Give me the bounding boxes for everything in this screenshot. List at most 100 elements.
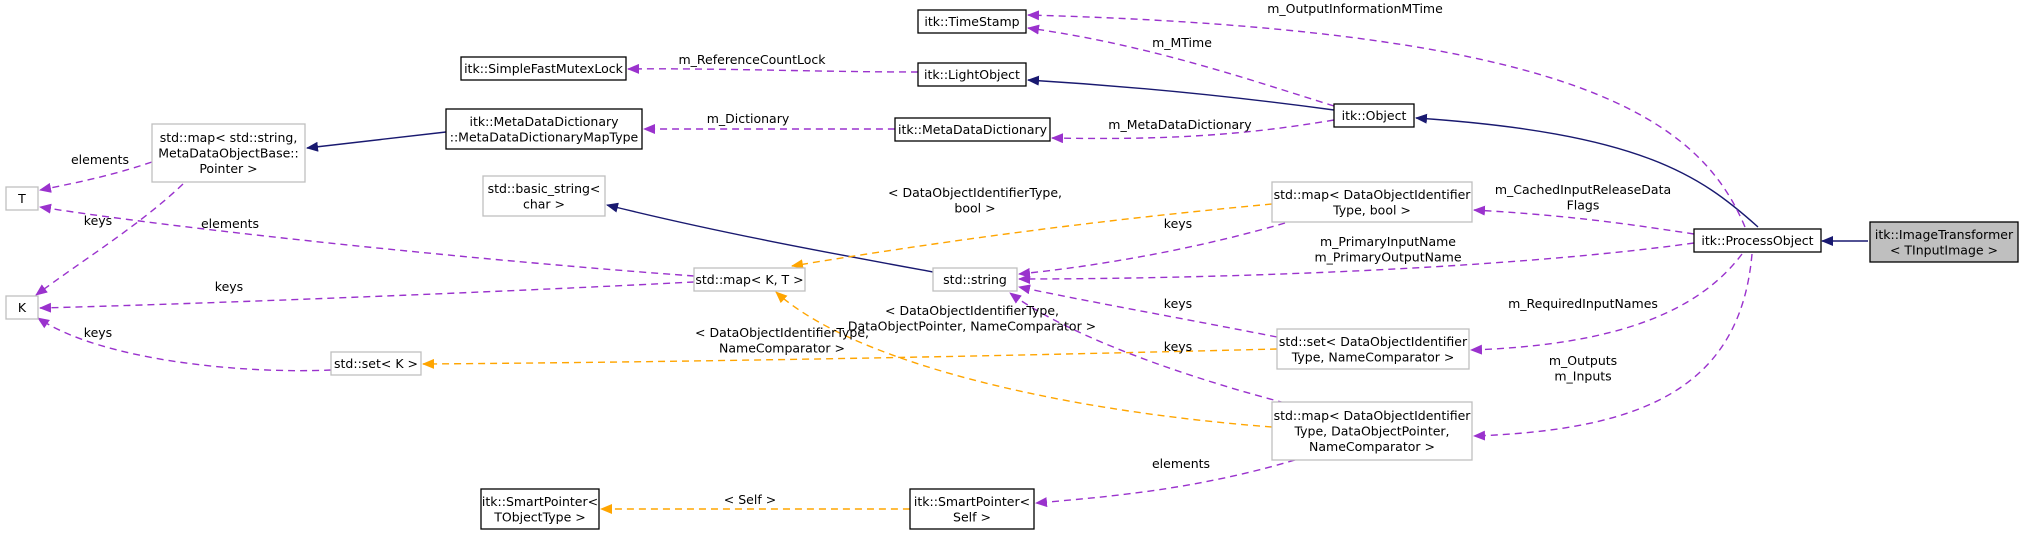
edge-label-line: m_Inputs <box>1554 369 1611 384</box>
edge-label-line: bool > <box>954 201 995 216</box>
edge-label-m-dictionary: m_Dictionary <box>707 111 790 126</box>
edge-metadata-dictionary-map-type-inheritance <box>306 131 447 152</box>
node-label-line: < TInputImage > <box>1890 242 1998 257</box>
node-std-string[interactable]: std::string <box>932 267 1018 292</box>
node-set-doid-namecomp[interactable]: std::set< DataObjectIdentifierType, Name… <box>1276 328 1470 370</box>
edge-line <box>1027 10 1746 228</box>
edge-label-elements-map-t: elements <box>71 152 129 167</box>
node-box <box>693 267 806 292</box>
edge-line <box>1470 253 1743 355</box>
edge-label-line: Flags <box>1567 198 1600 213</box>
edge-label-line: keys <box>84 213 112 228</box>
edge-m-mtime <box>1027 24 1335 107</box>
edge-label-line: m_RequiredInputNames <box>1508 296 1658 311</box>
edge-line <box>1027 24 1335 107</box>
node-metadata-dictionary[interactable]: itk::MetaDataDictionary <box>894 117 1051 142</box>
node-box <box>5 186 39 211</box>
node-label-line: itk::LightObject <box>924 67 1020 82</box>
edge-tpl-doid-dop-namecomp <box>775 291 1273 428</box>
edge-label-line: < DataObjectIdentifierType, <box>695 325 869 340</box>
node-label-line: Type, NameComparator > <box>1291 349 1455 364</box>
edge-line <box>422 348 1278 369</box>
edge-label-keys-map-k: keys <box>84 213 112 228</box>
edge-line <box>1035 459 1296 508</box>
edge-line <box>39 161 153 193</box>
edge-label-keys-mapdop-string: keys <box>1164 339 1192 354</box>
node-map-doid-dop[interactable]: std::map< DataObjectIdentifierType, Data… <box>1271 401 1473 461</box>
edge-m-reference-count-lock <box>627 63 919 74</box>
edge-label-m-metadata-dictionary: m_MetaDataDictionary <box>1108 117 1252 132</box>
node-set-K[interactable]: std::set< K > <box>330 351 422 376</box>
node-label-line: MetaDataObjectBase:: <box>158 146 298 161</box>
node-time-stamp[interactable]: itk::TimeStamp <box>917 9 1027 34</box>
node-light-object[interactable]: itk::LightObject <box>917 62 1027 87</box>
node-box <box>1693 228 1822 253</box>
edge-process-object-inheritance <box>1415 113 1759 228</box>
edge-label-line: DataObjectPointer, NameComparator > <box>848 319 1096 334</box>
edge-label-tpl-doid-dop-namecomp: < DataObjectIdentifierType,DataObjectPoi… <box>848 303 1096 334</box>
edge-line <box>1009 292 1286 404</box>
edge-line <box>1415 113 1759 228</box>
node-label-line: std::set< K > <box>334 356 418 371</box>
edge-line <box>1018 242 1695 284</box>
node-box <box>480 488 600 530</box>
edge-line <box>791 203 1273 270</box>
node-T[interactable]: T <box>5 186 39 211</box>
node-label-line: itk::MetaDataDictionary <box>898 122 1048 137</box>
node-label-line: itk::MetaDataDictionary <box>469 114 619 129</box>
node-label-line: itk::SimpleFastMutexLock <box>464 61 624 76</box>
node-map-string-metadata[interactable]: std::map< std::string,MetaDataObjectBase… <box>151 123 306 183</box>
edge-line <box>39 281 695 313</box>
node-label-line: itk::Object <box>1342 108 1407 123</box>
node-image-transformer[interactable]: itk::ImageTransformer< TInputImage > <box>1869 221 2019 263</box>
node-smart-pointer-tobject[interactable]: itk::SmartPointer<TObjectType > <box>480 488 600 530</box>
node-label-line: std::string <box>943 272 1007 287</box>
edge-label-tpl-doid-bool: < DataObjectIdentifierType,bool > <box>888 185 1062 216</box>
edge-label-elements-mapdop-sp: elements <box>1152 456 1210 471</box>
edge-label-line: < DataObjectIdentifierType, <box>888 185 1062 200</box>
edge-label-line: m_Dictionary <box>707 111 790 126</box>
node-map-doid-bool[interactable]: std::map< DataObjectIdentifierType, bool… <box>1271 181 1473 223</box>
edge-keys-setnc-string <box>1018 284 1278 338</box>
node-label-line: std::map< DataObjectIdentifier <box>1274 408 1472 423</box>
node-label-line: ::MetaDataDictionaryMapType <box>450 129 639 144</box>
node-basic-string[interactable]: std::basic_string<char > <box>482 175 606 217</box>
node-metadata-dictionary-map-type[interactable]: itk::MetaDataDictionary::MetaDataDiction… <box>445 108 643 150</box>
node-label-line: std::map< K, T > <box>695 272 803 287</box>
node-smart-pointer-self[interactable]: itk::SmartPointer<Self > <box>909 488 1035 530</box>
edge-line <box>1018 284 1278 338</box>
node-box <box>917 62 1027 87</box>
node-label-line: std::map< DataObjectIdentifier <box>1274 187 1472 202</box>
edge-label-m-output-information-mtime: m_OutputInformationMTime <box>1267 1 1443 16</box>
node-map-KT[interactable]: std::map< K, T > <box>693 267 806 292</box>
edge-label-line: m_OutputInformationMTime <box>1267 1 1443 16</box>
edge-keys-mapbool-string <box>1018 222 1286 278</box>
node-process-object[interactable]: itk::ProcessObject <box>1693 228 1822 253</box>
node-label-line: TObjectType > <box>493 509 586 524</box>
node-label-line: itk::ImageTransformer <box>1875 227 2014 242</box>
edge-label-m-reference-count-lock: m_ReferenceCountLock <box>679 52 827 67</box>
edge-elements-map-t <box>39 161 153 193</box>
edge-m-required-input-names <box>1470 253 1743 355</box>
node-box <box>482 175 606 217</box>
node-simple-fast-mutex-lock[interactable]: itk::SimpleFastMutexLock <box>460 56 627 81</box>
edge-label-keys-setnc-string: keys <box>1164 296 1192 311</box>
edge-label-line: m_MTime <box>1152 35 1212 50</box>
edge-label-line: m_MetaDataDictionary <box>1108 117 1252 132</box>
node-label-line: Type, bool > <box>1332 202 1411 217</box>
edge-label-line: keys <box>1164 216 1192 231</box>
node-label-line: itk::SmartPointer< <box>482 494 598 509</box>
edge-label-tpl-doid-namecomp: < DataObjectIdentifierType,NameComparato… <box>695 325 869 356</box>
edge-line <box>39 203 695 277</box>
edge-label-line: keys <box>215 279 243 294</box>
edge-label-line: elements <box>71 152 129 167</box>
edge-keys-mapkt-k <box>39 281 695 313</box>
edge-line <box>1473 253 1753 441</box>
node-label-line: Type, DataObjectPointer, <box>1293 424 1449 439</box>
edge-line <box>37 317 332 372</box>
node-K[interactable]: K <box>5 295 39 320</box>
node-label-line: K <box>18 300 27 315</box>
node-object[interactable]: itk::Object <box>1333 103 1415 128</box>
